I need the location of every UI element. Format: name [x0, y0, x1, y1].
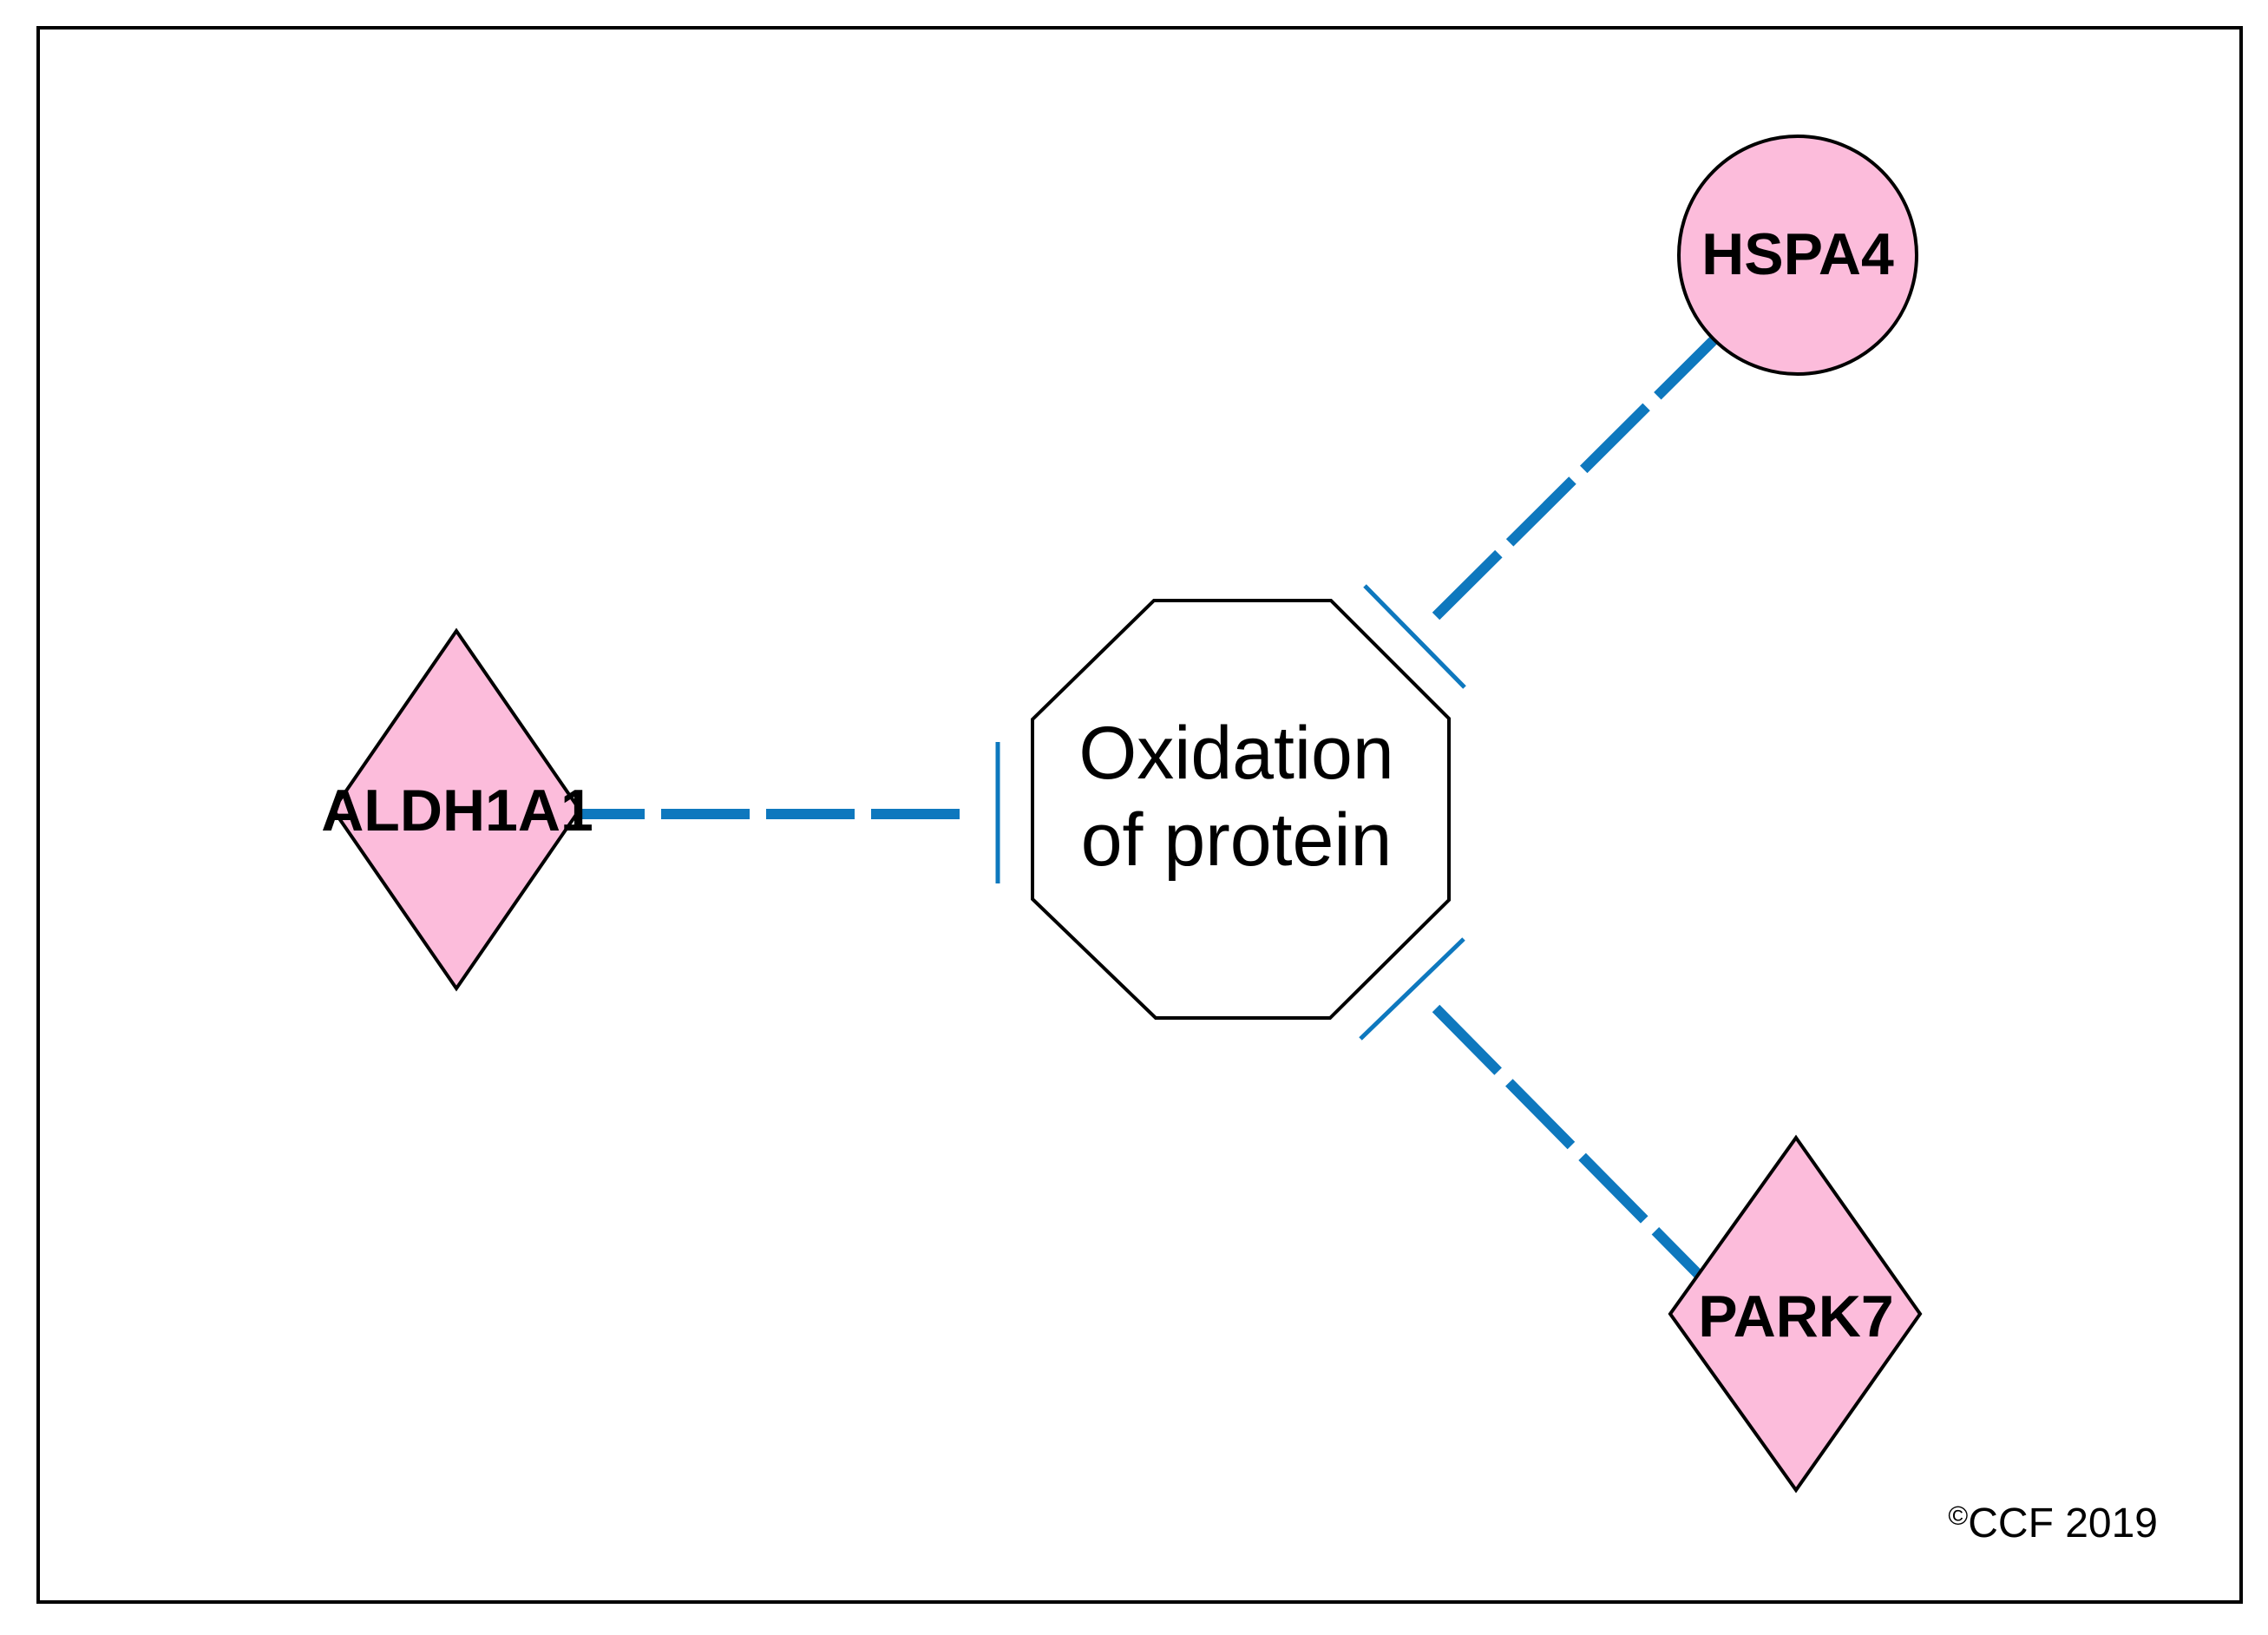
node-aldh1a1[interactable]: ALDH1A1: [321, 627, 593, 992]
copyright-label: CCF 2019: [1968, 1500, 2158, 1546]
circle-shape: [1677, 135, 1918, 376]
node-park7[interactable]: PARK7: [1668, 1134, 1923, 1494]
node-label: ALDH1A1: [321, 778, 593, 844]
dashed-connector: [1432, 1004, 1702, 1278]
edge-hspa4-oxidation-inhibition[interactable]: [1363, 335, 1719, 689]
canvas-border: [36, 26, 2243, 1604]
edge-park7-oxidation-inhibition[interactable]: [1359, 937, 1702, 1278]
diamond-shape: [1668, 1134, 1923, 1494]
edge-aldh1a1-oxidation-inhibition[interactable]: [569, 742, 1000, 883]
inhibition-bar: [1363, 584, 1466, 689]
node-label-line2: of protein: [1081, 798, 1393, 882]
copyright: ©CCF 2019: [1948, 1500, 2158, 1546]
node-label: PARK7: [1698, 1284, 1893, 1349]
node-hspa4[interactable]: HSPA4: [1677, 135, 1918, 376]
copyright-symbol: ©: [1948, 1500, 1968, 1531]
dashed-connector: [1432, 335, 1719, 621]
node-label-line1: Oxidation: [1078, 712, 1393, 795]
node-oxidation-of-protein[interactable]: Oxidation of protein: [1031, 599, 1451, 1020]
diamond-shape: [331, 627, 582, 992]
octagon-shape: [1031, 599, 1451, 1020]
node-label: HSPA4: [1701, 221, 1894, 287]
inhibition-bar: [1359, 937, 1465, 1041]
